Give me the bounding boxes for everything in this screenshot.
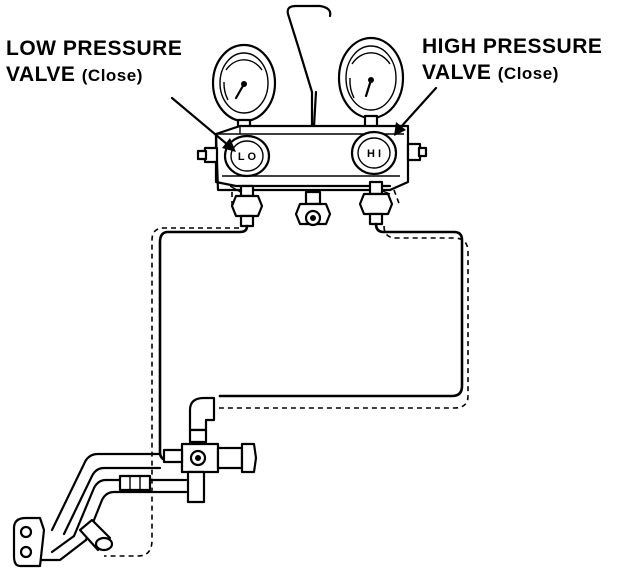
manifold-dashed-outline: [231, 189, 401, 207]
high-callout-line2: VALVE (Close): [422, 60, 602, 87]
low-knob-label: L O: [238, 151, 257, 163]
high-pressure-valve-knob: H I: [350, 130, 398, 176]
low-callout-valve: VALVE: [6, 63, 76, 86]
high-callout-valve: VALVE: [422, 61, 492, 84]
hanger-hook: [286, 4, 332, 128]
service-tee-valve: [162, 442, 258, 504]
high-knob-label: H I: [367, 148, 381, 160]
low-pressure-valve-knob: L O: [223, 134, 271, 178]
high-valve-leader-arrow: [394, 86, 438, 136]
high-callout-line1: HIGH PRESSURE: [422, 35, 603, 58]
high-pressure-valve-callout: HIGH PRESSURE VALVE (Close): [422, 34, 602, 87]
right-side-plug: [406, 142, 428, 162]
sight-fitting: [118, 474, 152, 492]
low-callout-line2: VALVE (Close): [6, 62, 182, 89]
low-pressure-hose: [158, 224, 249, 462]
low-side-fitting: [230, 184, 264, 228]
low-valve-leader-arrow: [170, 96, 236, 152]
high-pressure-hose-dashed: [210, 225, 469, 409]
hanger-wire: [312, 90, 318, 128]
low-pressure-valve-callout: LOW PRESSURE VALVE (Close): [6, 36, 182, 89]
pipe-flange: [12, 516, 46, 568]
high-pressure-gauge: [337, 36, 405, 130]
low-callout-state: (Close): [81, 66, 143, 85]
elbow-fitting: [188, 396, 216, 444]
low-callout-line1: LOW PRESSURE: [6, 37, 183, 60]
high-callout-state: (Close): [497, 64, 559, 83]
high-pressure-hose: [218, 222, 464, 398]
low-pressure-gauge: [211, 43, 277, 132]
high-side-fitting: [358, 180, 394, 226]
refrigerant-pipe-assembly: [12, 452, 188, 568]
center-service-fitting: [294, 190, 332, 227]
low-pressure-hose-dashed: [104, 227, 239, 557]
left-side-plug: [196, 146, 219, 164]
